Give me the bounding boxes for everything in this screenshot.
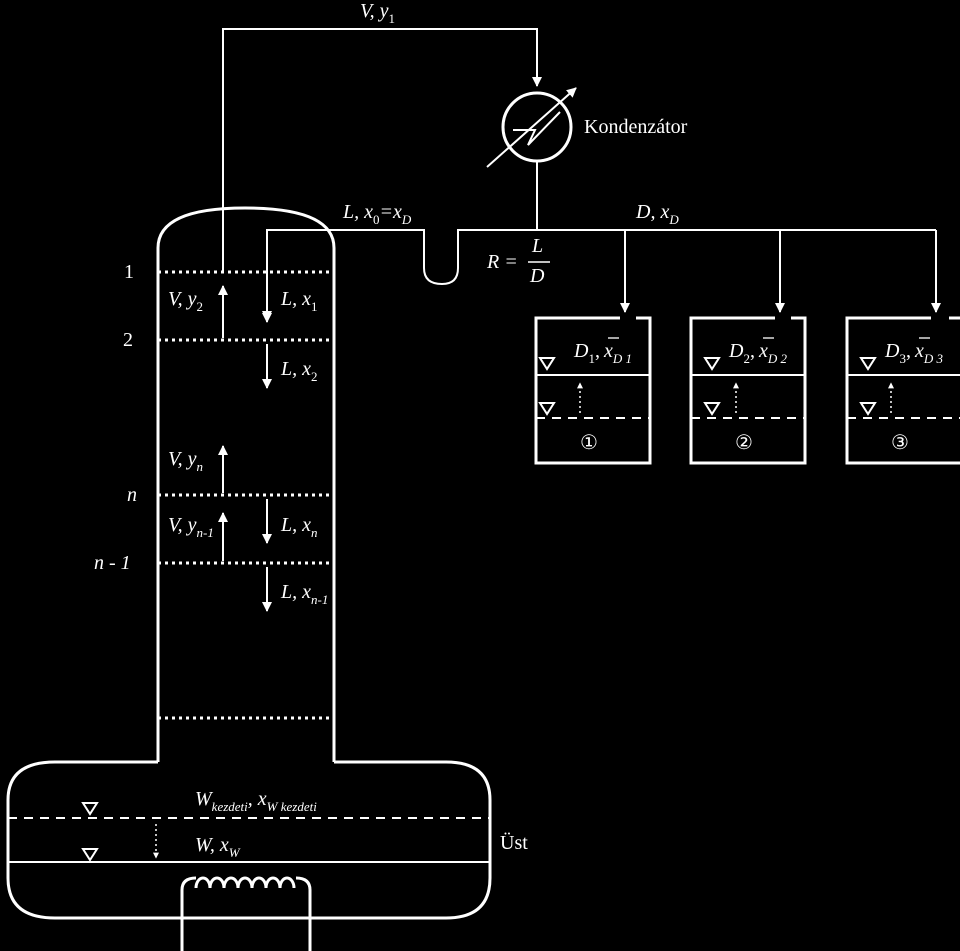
still-initial-label: Wkezdeti, xW kezdeti (195, 788, 317, 814)
receiver-2-number: ② (735, 432, 753, 454)
condenser-icon (486, 87, 577, 168)
still-final-label: W, xW (195, 834, 241, 860)
distillate-label: D, xD (635, 201, 679, 227)
stream-v-y2: V, y2 (168, 288, 203, 314)
still-label: Üst (500, 831, 528, 854)
plate-label-1: 1 (124, 261, 134, 283)
svg-text:D: D (529, 265, 545, 287)
stream-l-x2: L, x2 (280, 358, 318, 384)
vapor-top-label: V, y1 (360, 0, 395, 26)
receiver-2 (689, 316, 807, 465)
plate-label-n: n (127, 484, 137, 506)
plate-label-2: 2 (123, 329, 133, 351)
still-shell (6, 760, 492, 920)
level-marker-initial (81, 802, 99, 816)
stream-l-x1: L, x1 (280, 288, 318, 314)
receiver-3-number: ③ (891, 432, 909, 454)
stream-l-xn1: L, xn-1 (280, 581, 328, 607)
receiver-1 (534, 316, 652, 465)
svg-text:L: L (531, 235, 543, 257)
stream-l-xn: L, xn (280, 514, 318, 540)
heater-coil (180, 876, 312, 951)
stream-v-yn: V, yn (168, 448, 203, 474)
column-shell (156, 206, 336, 762)
receiver-2-label: D2,xD 2 (728, 340, 787, 366)
condenser-label: Kondenzátor (584, 116, 688, 138)
svg-text:R =: R = (486, 251, 518, 273)
level-marker-final (81, 848, 99, 862)
receiver-3-label: D3,xD 3 (884, 340, 943, 366)
vapor-line (222, 28, 542, 272)
stream-v-yn1: V, yn-1 (168, 514, 214, 540)
plate-label-n-1: n - 1 (94, 552, 131, 574)
receiver-3 (845, 316, 960, 465)
reflux-line (262, 229, 537, 321)
reflux-ratio: R = L D (486, 235, 550, 287)
receiver-1-number: ① (580, 432, 598, 454)
reflux-label: L, x0=xD (342, 201, 412, 227)
receiver-1-label: D1,xD 1 (573, 340, 632, 366)
